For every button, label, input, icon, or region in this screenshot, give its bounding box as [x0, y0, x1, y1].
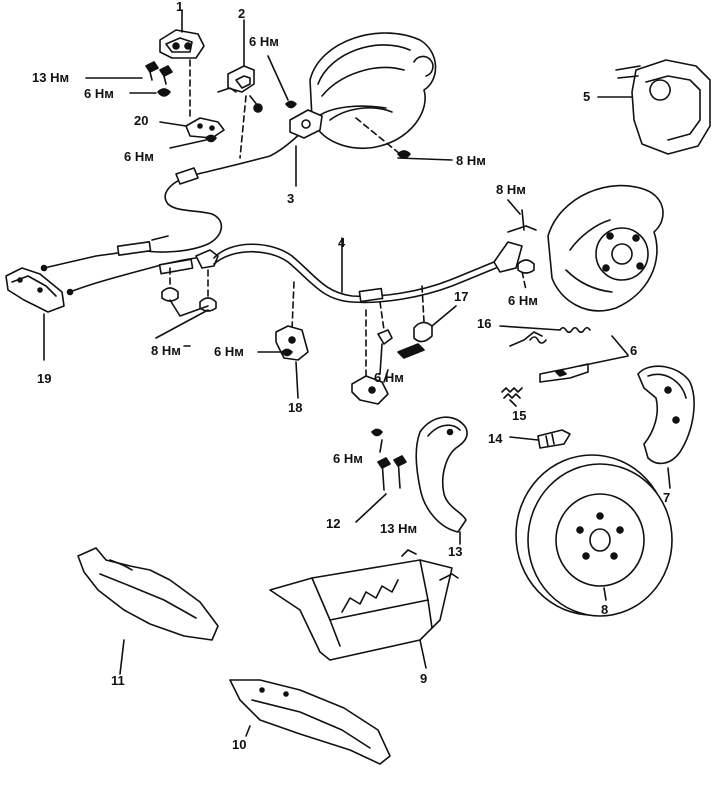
label-part-7: 7	[663, 490, 671, 505]
torque-label-6nm-center: 6 Нм	[374, 370, 404, 385]
springs-15	[501, 387, 523, 407]
bracket-19	[5, 267, 65, 361]
label-part-12: 12	[326, 516, 341, 531]
studs-12	[355, 428, 407, 523]
label-part-16: 16	[477, 316, 492, 331]
cable-main-4	[213, 199, 537, 304]
torque-label-8nm-clips: 8 Нм	[151, 343, 181, 358]
brake-shoe-13	[415, 416, 468, 545]
bracket-center	[351, 329, 393, 405]
guide-lines	[169, 261, 527, 383]
shield-11	[77, 547, 219, 675]
nut-disc	[517, 259, 535, 274]
label-part-3: 3	[287, 191, 295, 206]
brake-disc-8	[515, 454, 673, 617]
cable-ends-left	[40, 235, 219, 296]
label-part-4: 4	[338, 235, 346, 250]
bracket-20	[159, 117, 225, 149]
torque-label-6nm-bracket18: 6 Нм	[214, 344, 244, 359]
bracket-2	[217, 19, 263, 159]
torque-label-13nm-studs: 13 Нм	[380, 521, 418, 536]
torque-label-6nm-disc: 6 Нм	[508, 293, 538, 308]
bracket-18	[257, 325, 309, 399]
torque-label-6nm-bracket2: 6 Нм	[249, 34, 279, 49]
label-part-15: 15	[512, 408, 527, 423]
nut	[285, 100, 297, 109]
crossmember-9	[269, 549, 459, 669]
brake-shoe-7	[637, 365, 695, 489]
backing-plate-rear	[547, 184, 664, 312]
shield-10	[229, 679, 391, 765]
clip-17	[397, 305, 457, 359]
label-part-19: 19	[37, 371, 52, 386]
caliper-5	[597, 59, 711, 155]
torque-label-6nm-stud: 6 Нм	[333, 451, 363, 466]
label-part-14: 14	[488, 431, 503, 446]
label-part-1: 1	[176, 0, 184, 14]
label-part-2: 2	[238, 6, 246, 21]
torque-label-13nm-top: 13 Нм	[32, 70, 70, 85]
label-part-10: 10	[232, 737, 247, 752]
label-part-17: 17	[454, 289, 469, 304]
backing-plate-top	[309, 32, 437, 150]
label-part-11: 11	[111, 673, 125, 688]
label-part-6: 6	[630, 343, 638, 358]
bracket-1	[159, 9, 205, 119]
torque-label-8nm-disc: 8 Нм	[496, 182, 526, 197]
label-part-8: 8	[601, 602, 609, 617]
label-part-18: 18	[288, 400, 303, 415]
spring-16	[499, 325, 591, 347]
torque-label-6nm-bolt: 6 Нм	[84, 86, 114, 101]
cable-clips	[161, 287, 217, 317]
pin-14	[509, 429, 571, 449]
label-part-9: 9	[420, 671, 428, 686]
cable-upper	[139, 105, 387, 253]
torque-label-6nm-bracket20: 6 Нм	[124, 149, 154, 164]
label-part-20: 20	[134, 113, 149, 128]
label-part-5: 5	[583, 89, 591, 104]
adjuster-6	[539, 355, 629, 383]
torque-label-8nm-plate: 8 Нм	[456, 153, 486, 168]
label-part-13: 13	[448, 544, 463, 559]
bolts-13nm	[85, 61, 173, 97]
leader-lines	[155, 117, 629, 453]
